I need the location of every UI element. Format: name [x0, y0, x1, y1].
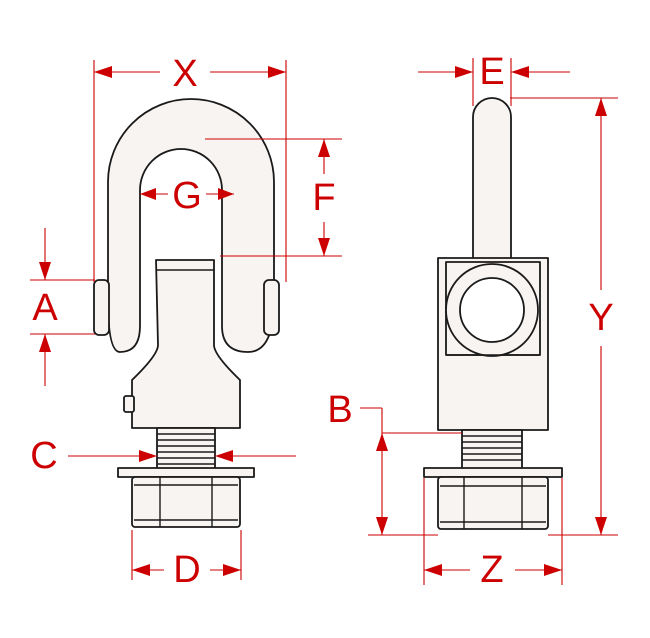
dimension-c: C	[30, 435, 296, 477]
label-y: Y	[588, 297, 613, 339]
label-e: E	[479, 51, 504, 93]
washer	[117, 467, 255, 478]
dimension-f: F	[205, 138, 342, 257]
dimension-x: X	[93, 53, 287, 282]
label-a: A	[32, 287, 58, 329]
dimension-a: A	[30, 228, 95, 386]
shackle-pin-left	[93, 279, 110, 336]
front-view	[93, 98, 280, 528]
washer-side	[423, 467, 563, 478]
label-z: Z	[480, 549, 503, 591]
dimension-b: B	[327, 389, 462, 536]
label-d: D	[173, 549, 200, 591]
shackle-pin-right	[263, 279, 280, 336]
dimension-e: E	[418, 51, 570, 106]
swivel-body	[131, 259, 241, 429]
label-c: C	[30, 435, 57, 477]
label-g: G	[172, 175, 202, 217]
dimension-y: Y	[510, 97, 618, 536]
label-b: B	[327, 389, 352, 431]
hex-nut-side	[437, 476, 549, 530]
shackle-eye-hole	[459, 277, 525, 343]
label-f: F	[312, 177, 335, 219]
dimension-d: D	[131, 530, 242, 591]
dimension-g: G	[140, 175, 234, 217]
set-screw	[123, 395, 135, 413]
shackle-bow-side	[472, 97, 512, 279]
hex-nut	[131, 476, 241, 528]
label-x: X	[172, 53, 197, 95]
side-view	[423, 97, 563, 530]
dimension-z: Z	[423, 478, 563, 591]
shackle-bow	[107, 98, 275, 353]
